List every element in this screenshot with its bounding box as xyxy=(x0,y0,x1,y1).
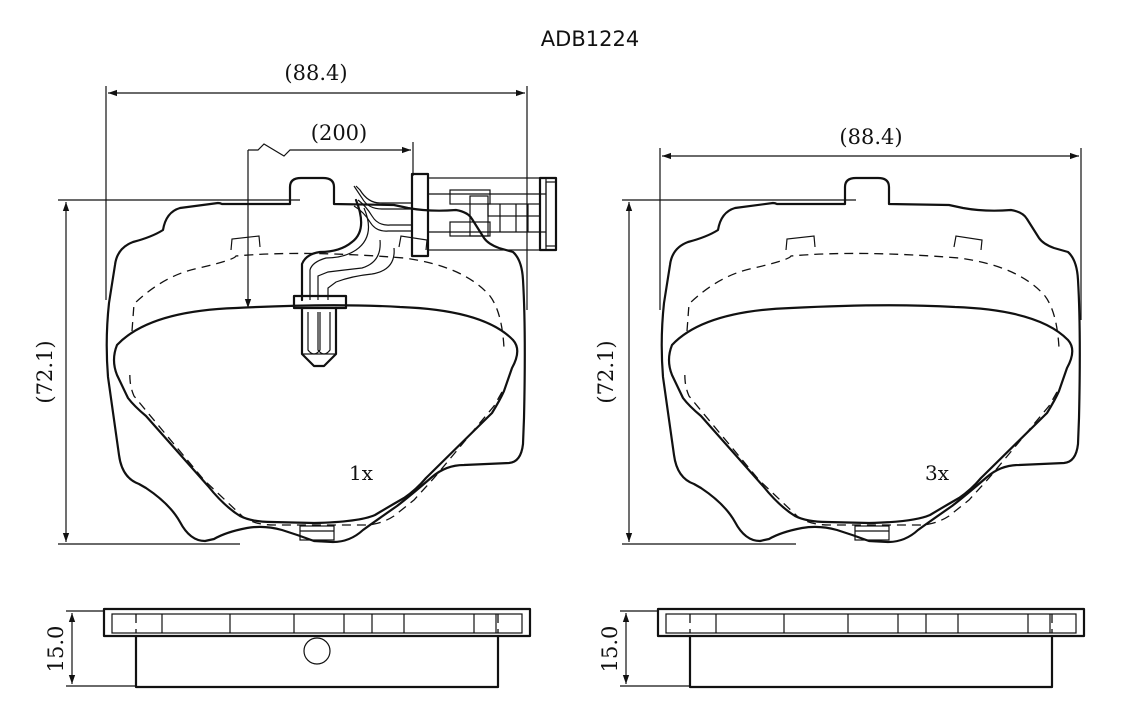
right-pad-side-view xyxy=(656,607,1086,689)
sensor-hole xyxy=(303,637,331,665)
right-thickness-dimension: 15.0 xyxy=(598,610,690,687)
sensor-length-dimension: (200) xyxy=(244,121,414,308)
left-width-dimension: (88.4) xyxy=(105,61,528,310)
right-pad-quantity: 3x xyxy=(925,461,950,485)
right-thickness-label: 15.0 xyxy=(598,626,622,673)
left-thickness-dimension: 15.0 xyxy=(44,610,136,687)
right-width-label: (88.4) xyxy=(839,125,902,149)
wear-sensor-connector xyxy=(410,172,558,258)
right-width-dimension: (88.4) xyxy=(659,125,1082,320)
left-height-label: (72.1) xyxy=(33,340,57,403)
wear-sensor-probe xyxy=(292,294,348,368)
right-height-label: (72.1) xyxy=(594,340,618,403)
left-thickness-label: 15.0 xyxy=(44,626,68,673)
left-pad-side-view xyxy=(102,607,532,689)
left-height-dimension: (72.1) xyxy=(33,199,300,545)
left-width-label: (88.4) xyxy=(284,61,347,85)
part-number-title: ADB1224 xyxy=(541,27,639,51)
right-pad-front-view xyxy=(660,176,1081,544)
left-pad-quantity: 1x xyxy=(349,461,374,485)
right-height-dimension: (72.1) xyxy=(594,199,856,545)
wear-sensor-wires xyxy=(300,185,412,302)
sensor-length-label: (200) xyxy=(311,121,367,145)
left-pad-front-view xyxy=(105,172,558,544)
